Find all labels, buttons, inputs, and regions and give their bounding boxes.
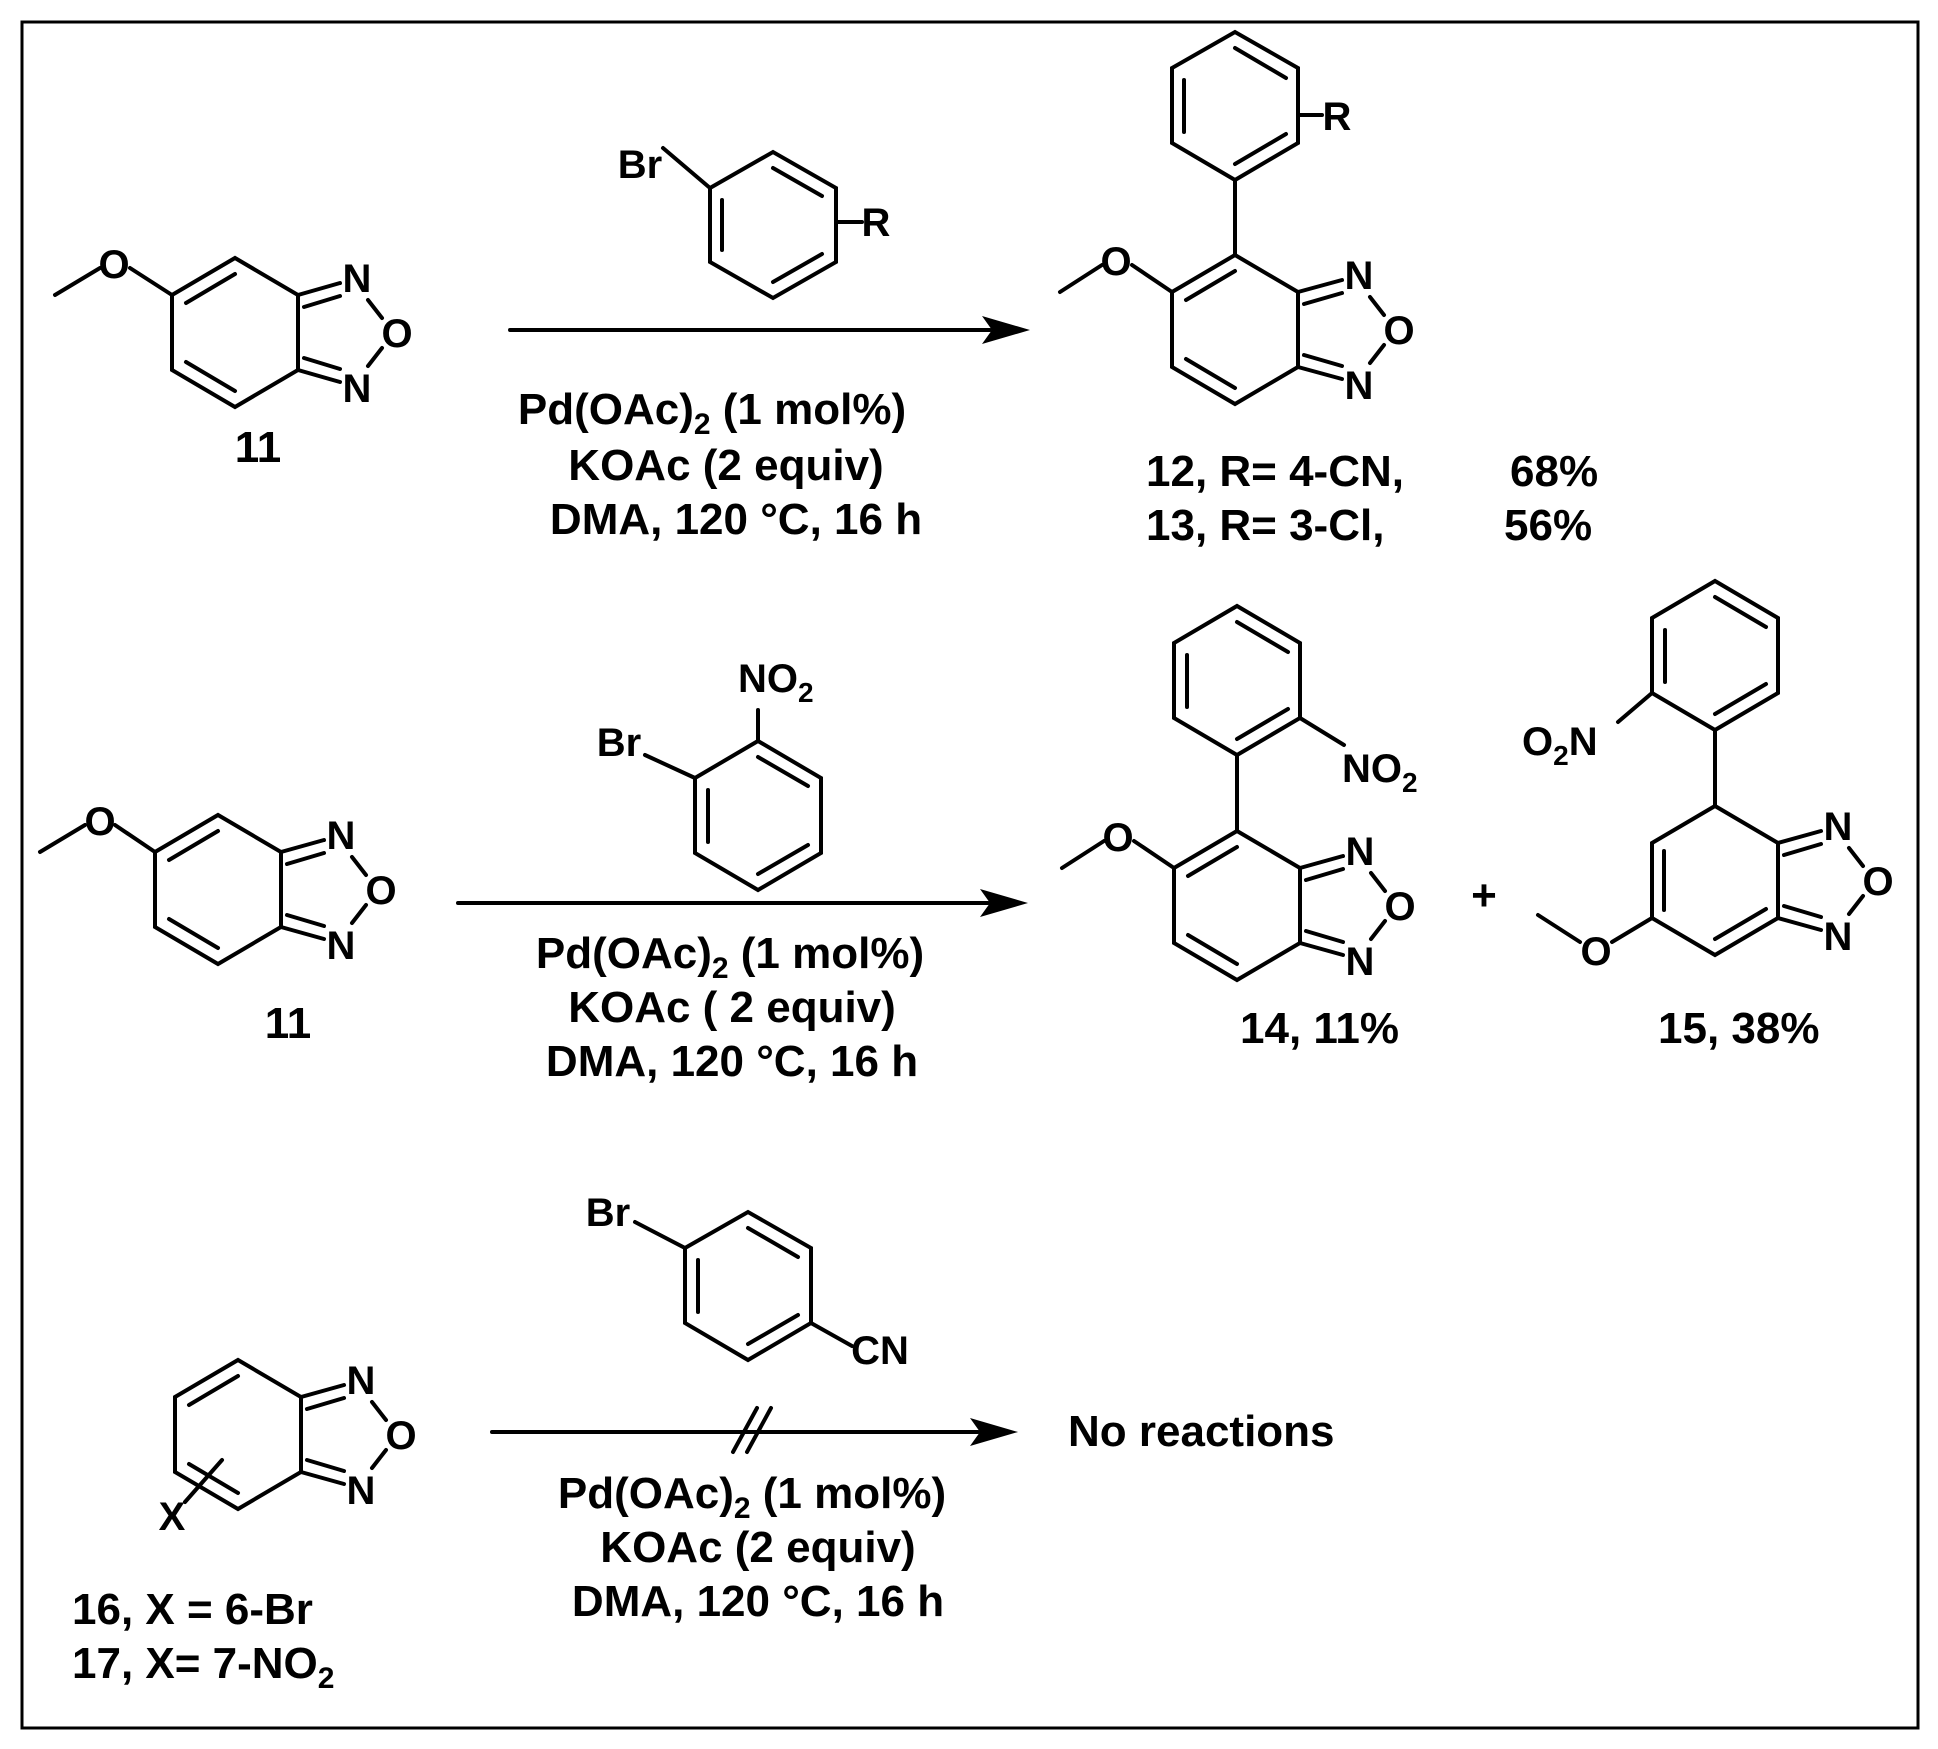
- conditions-base: KOAc (2 equiv): [600, 1523, 915, 1572]
- no-reaction-slash: [731, 1406, 759, 1454]
- nitro-group: NO2: [1342, 747, 1418, 798]
- compound-label-11: 11: [265, 999, 312, 1048]
- product-label-12: 12, R= 4-CN,: [1146, 447, 1404, 496]
- atom-oxygen: O: [84, 800, 115, 844]
- conditions-base: KOAc ( 2 equiv): [568, 983, 896, 1032]
- substrate-label-16: 16, X = 6-Br: [72, 1585, 313, 1634]
- atom-nitrogen: N: [327, 924, 356, 968]
- atom-nitrogen: N: [347, 1469, 376, 1513]
- atom-oxygen: O: [1384, 885, 1415, 929]
- atom-oxygen: O: [1100, 240, 1131, 284]
- conditions-base: KOAc (2 equiv): [568, 441, 883, 490]
- conditions-solvent-temp-time: DMA, 120 °C, 16 h: [550, 495, 922, 544]
- nitrile-group: CN: [851, 1329, 909, 1373]
- atom-nitrogen: N: [1345, 254, 1374, 298]
- substituent-r: R: [1323, 95, 1352, 139]
- product-14-structure: O N O N NO2: [1060, 603, 1418, 984]
- atom-oxygen: O: [1102, 816, 1133, 860]
- atom-nitrogen: N: [343, 367, 372, 411]
- compound-label-11: 11: [235, 423, 282, 472]
- reaction-1: O N O N 11 Br R Pd(OAc)2 (1 mol%) KOAc (…: [53, 29, 1598, 550]
- atom-oxygen: O: [1383, 309, 1414, 353]
- atom-nitrogen: N: [347, 1359, 376, 1403]
- plus-sign: +: [1471, 871, 1497, 920]
- substituent-r: R: [862, 201, 891, 245]
- reaction-2: O N O N 11 Br NO2 Pd(OAc)2 (1 mol%) KOAc…: [38, 578, 1894, 1086]
- conditions-catalyst: Pd(OAc)2 (1 mol%): [558, 1469, 946, 1525]
- atom-nitrogen: N: [1824, 915, 1853, 959]
- atom-bromine: Br: [597, 721, 641, 765]
- reagent-4-bromobenzonitrile: Br CN: [586, 1191, 909, 1373]
- conditions-solvent-temp-time: DMA, 120 °C, 16 h: [572, 1577, 944, 1626]
- product-yield-13: 56%: [1504, 501, 1592, 550]
- substituent-x: X: [159, 1495, 186, 1539]
- reagent-2-bromonitrobenzene: Br NO2: [597, 657, 823, 893]
- substrate-label-17: 17, X= 7-NO2: [72, 1639, 334, 1695]
- conditions-catalyst: Pd(OAc)2 (1 mol%): [518, 385, 906, 441]
- conditions-solvent-temp-time: DMA, 120 °C, 16 h: [546, 1037, 918, 1086]
- atom-nitrogen: N: [1824, 805, 1853, 849]
- product-label-14: 14, 11%: [1240, 1004, 1399, 1053]
- atom-nitrogen: N: [1345, 364, 1374, 408]
- substrate-11-structure: O N O N: [38, 800, 397, 968]
- product-12-13-structure: O N O N R: [1058, 29, 1415, 408]
- scheme-frame: [20, 20, 1920, 1730]
- no-reaction-slash: [745, 1406, 773, 1454]
- arrowhead: [970, 1418, 1018, 1446]
- substrate-11-structure: O N O N: [53, 243, 413, 411]
- atom-oxygen: O: [385, 1414, 416, 1458]
- reagent-bromoarene: Br R: [618, 143, 891, 301]
- arrowhead: [980, 889, 1028, 917]
- atom-oxygen: O: [1862, 860, 1893, 904]
- atom-nitrogen: N: [1346, 940, 1375, 984]
- arrowhead: [982, 316, 1030, 344]
- atom-oxygen: O: [1580, 930, 1611, 974]
- conditions-catalyst: Pd(OAc)2 (1 mol%): [536, 929, 924, 985]
- atom-oxygen: O: [365, 869, 396, 913]
- atom-oxygen: O: [98, 243, 129, 287]
- nitro-group: NO2: [738, 657, 814, 708]
- product-label-13: 13, R= 3-Cl,: [1146, 501, 1384, 550]
- nitro-group: O2N: [1522, 720, 1598, 771]
- result-text: No reactions: [1068, 1407, 1335, 1456]
- atom-nitrogen: N: [1346, 830, 1375, 874]
- product-yield-12: 68%: [1510, 447, 1598, 496]
- atom-nitrogen: N: [343, 257, 372, 301]
- atom-bromine: Br: [586, 1191, 630, 1235]
- atom-nitrogen: N: [327, 814, 356, 858]
- reaction-3: Br CN No reactions Pd(OAc)2 (1 mol%) KOA…: [72, 1191, 1335, 1695]
- atom-bromine: Br: [618, 143, 662, 187]
- product-15-structure: O N O N O2N: [1522, 578, 1894, 974]
- atom-oxygen: O: [381, 312, 412, 356]
- product-label-15: 15, 38%: [1658, 1004, 1819, 1053]
- substrate-16-17-structure: N O N X: [159, 1357, 417, 1539]
